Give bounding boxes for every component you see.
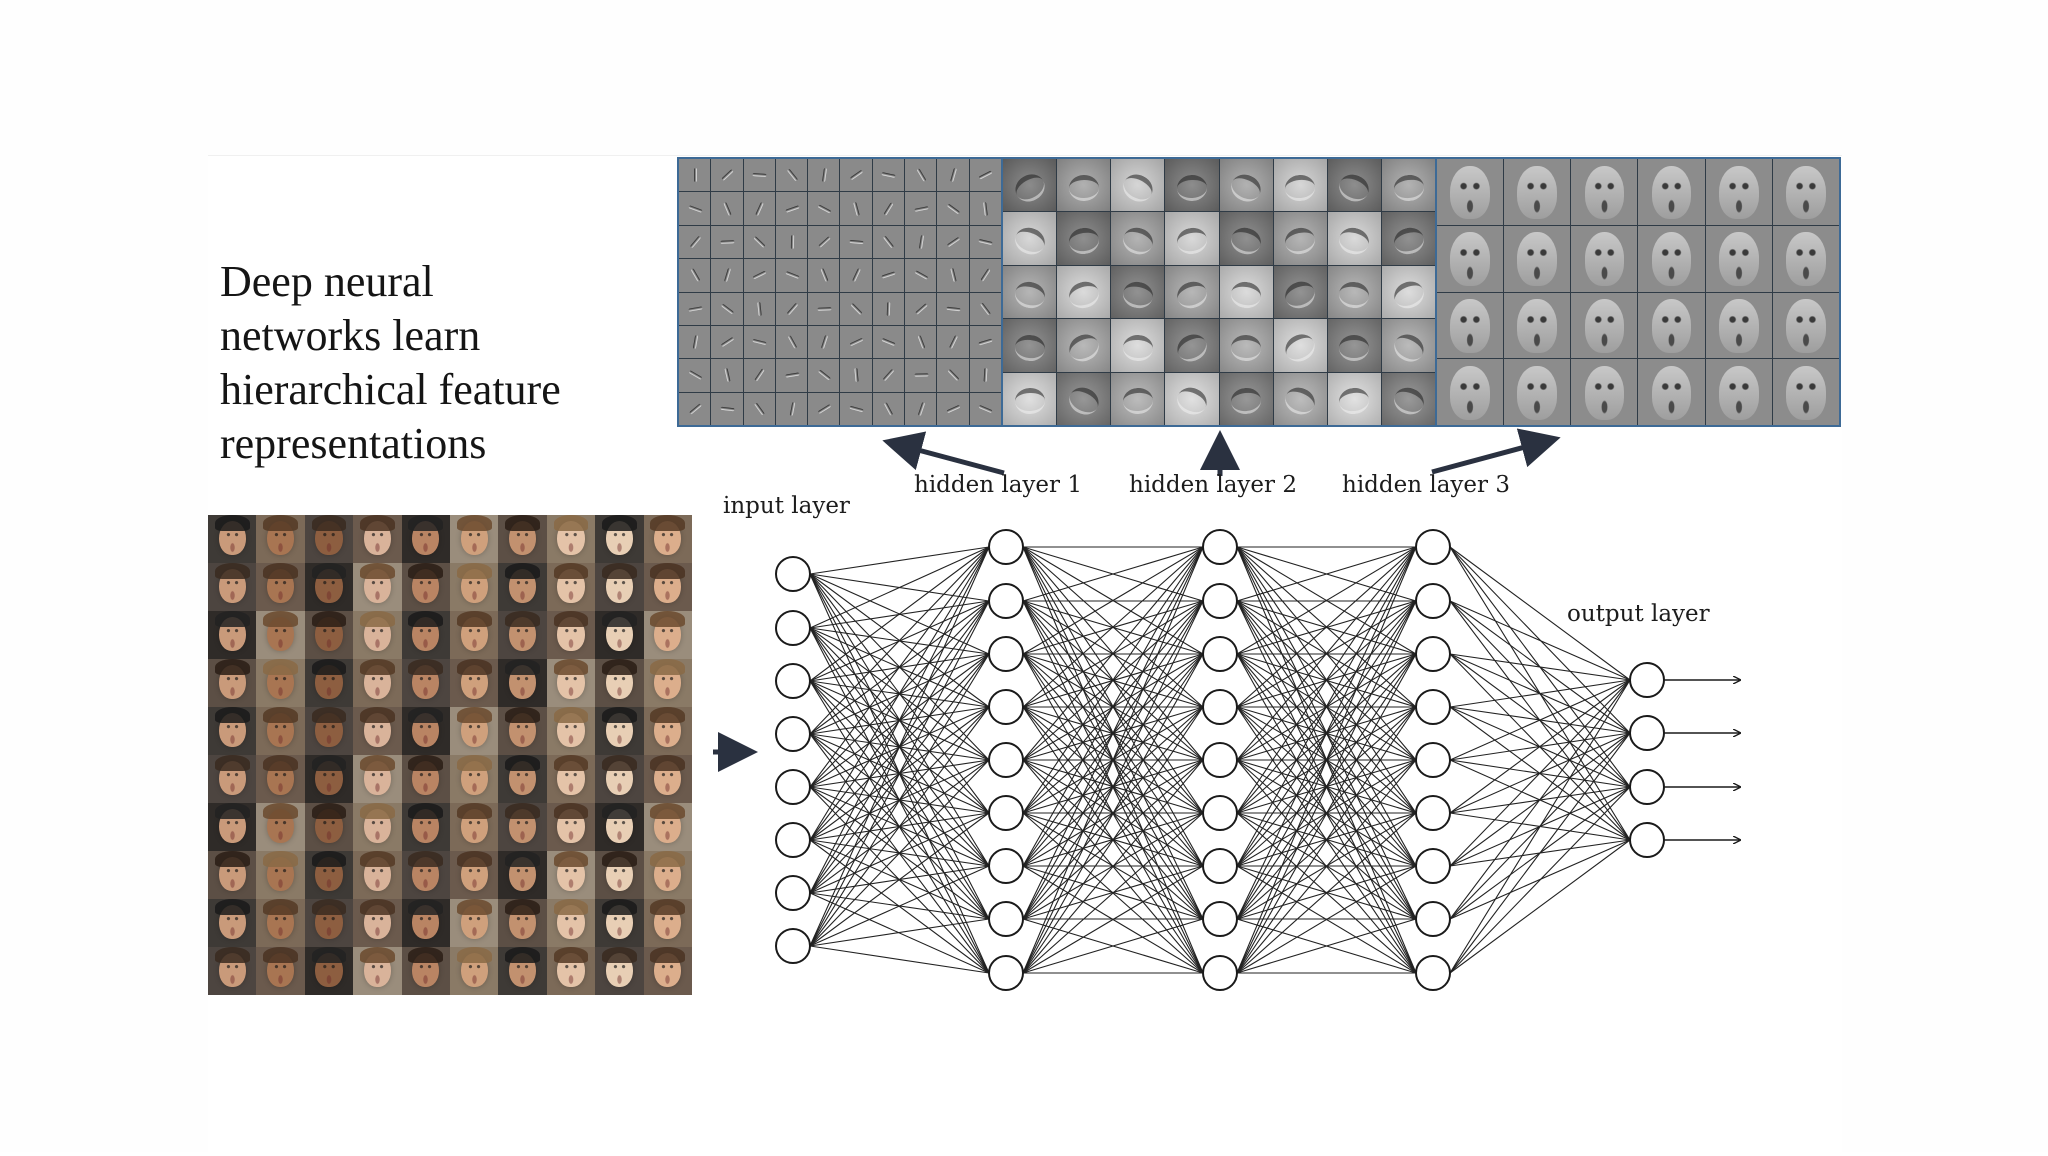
hidden-node bbox=[1416, 743, 1450, 777]
connection-line bbox=[810, 919, 989, 946]
connection-line bbox=[1450, 680, 1630, 813]
hidden-node bbox=[989, 584, 1023, 618]
hidden-node bbox=[1416, 584, 1450, 618]
input-node bbox=[776, 611, 810, 645]
connection-line bbox=[1450, 680, 1630, 866]
connection-line bbox=[810, 547, 989, 946]
input-node bbox=[776, 664, 810, 698]
hidden-node bbox=[989, 690, 1023, 724]
connection-line bbox=[810, 547, 989, 628]
input-layer-label: input layer bbox=[723, 493, 850, 519]
hidden-node bbox=[1416, 796, 1450, 830]
hidden-node bbox=[1203, 796, 1237, 830]
connection-line bbox=[810, 547, 989, 840]
hidden-node bbox=[1416, 530, 1450, 564]
hidden-layer-3-label: hidden layer 3 bbox=[1342, 472, 1510, 498]
connection-line bbox=[810, 547, 989, 787]
connection-line bbox=[810, 654, 989, 946]
input-node bbox=[776, 876, 810, 910]
connection-line bbox=[1450, 840, 1630, 973]
hidden-node bbox=[989, 849, 1023, 883]
hidden-node bbox=[1203, 637, 1237, 671]
connection-line bbox=[810, 547, 989, 893]
hidden-node bbox=[1416, 849, 1450, 883]
connection-line bbox=[810, 547, 989, 574]
input-node bbox=[776, 717, 810, 751]
connection-line bbox=[1450, 680, 1630, 973]
connection-line bbox=[1450, 680, 1630, 760]
connection-line bbox=[810, 707, 989, 946]
hidden-node bbox=[1203, 584, 1237, 618]
input-node bbox=[776, 770, 810, 804]
hidden-node bbox=[989, 530, 1023, 564]
connection-line bbox=[1450, 654, 1630, 680]
connection-line bbox=[810, 601, 989, 946]
connection-line bbox=[1450, 680, 1630, 919]
input-node bbox=[776, 823, 810, 857]
hidden-node bbox=[1203, 690, 1237, 724]
hidden-node bbox=[1416, 690, 1450, 724]
connection-line bbox=[1450, 787, 1630, 973]
hidden-node bbox=[1416, 902, 1450, 936]
hidden-node bbox=[1203, 530, 1237, 564]
connection-line bbox=[1450, 733, 1630, 973]
output-node bbox=[1630, 770, 1664, 804]
connection-line bbox=[810, 547, 989, 681]
connection-line bbox=[810, 866, 989, 946]
connection-line bbox=[810, 760, 989, 946]
output-node bbox=[1630, 823, 1664, 857]
hidden-node bbox=[1203, 956, 1237, 990]
hidden-node bbox=[1203, 743, 1237, 777]
connection-line bbox=[1450, 680, 1630, 707]
connection-line bbox=[810, 813, 989, 946]
connection-line bbox=[810, 547, 989, 734]
hidden-layer-2-label: hidden layer 2 bbox=[1129, 472, 1297, 498]
hidden-node bbox=[1203, 902, 1237, 936]
output-node bbox=[1630, 663, 1664, 697]
hidden-node bbox=[1416, 956, 1450, 990]
hidden-node bbox=[989, 743, 1023, 777]
hidden-node bbox=[1416, 637, 1450, 671]
connection-line bbox=[810, 946, 989, 973]
hidden-node bbox=[989, 902, 1023, 936]
hidden-node bbox=[1203, 849, 1237, 883]
hidden-layer-1-label: hidden layer 1 bbox=[914, 472, 1082, 498]
hidden-node bbox=[989, 796, 1023, 830]
hidden-node bbox=[989, 956, 1023, 990]
output-node bbox=[1630, 716, 1664, 750]
output-layer-label: output layer bbox=[1567, 601, 1710, 627]
input-node bbox=[776, 557, 810, 591]
hidden-node bbox=[989, 637, 1023, 671]
input-node bbox=[776, 929, 810, 963]
